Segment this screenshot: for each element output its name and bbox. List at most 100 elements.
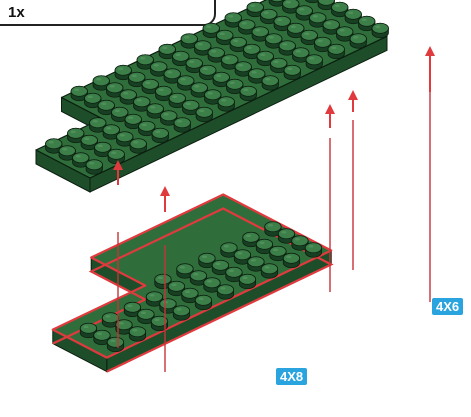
stud-top xyxy=(328,44,344,54)
stud-shine xyxy=(49,141,54,144)
stud-shine xyxy=(101,102,106,105)
stud-top xyxy=(173,51,189,61)
stud-top xyxy=(288,23,304,33)
stud-shine xyxy=(268,224,273,227)
plate-size-label-4x8: 4X8 xyxy=(276,368,307,385)
stud-shine xyxy=(119,322,124,325)
stud-top xyxy=(95,142,111,152)
stud-top xyxy=(306,55,322,65)
stud-top xyxy=(102,313,118,323)
stud-shine xyxy=(199,109,204,112)
stud-top xyxy=(323,20,339,30)
stud-shine xyxy=(264,11,269,14)
stud-shine xyxy=(150,106,155,109)
stud-top xyxy=(270,246,286,256)
stud-shine xyxy=(237,252,242,255)
stud-top xyxy=(217,30,233,40)
stud-shine xyxy=(110,85,115,88)
stud-top xyxy=(213,72,229,82)
stud-top xyxy=(200,65,216,75)
stud-shine xyxy=(159,88,164,91)
stud-top xyxy=(196,107,212,117)
stud-top xyxy=(221,243,237,253)
stud-top xyxy=(134,97,150,107)
stud-top xyxy=(190,271,206,281)
stud-shine xyxy=(202,255,207,258)
stud-shine xyxy=(295,238,300,241)
stud-top xyxy=(222,55,238,65)
stud-top xyxy=(257,51,273,61)
stud-shine xyxy=(189,60,194,63)
stud-shine xyxy=(132,74,137,77)
stud-top xyxy=(266,34,282,44)
stud-shine xyxy=(304,32,309,35)
stud-top xyxy=(130,139,146,149)
stud-shine xyxy=(215,262,220,265)
stud-top xyxy=(278,229,294,239)
stud-top xyxy=(151,62,167,72)
stud-top xyxy=(80,323,96,333)
stud-shine xyxy=(98,144,103,147)
stud-top xyxy=(310,13,326,23)
stud-top xyxy=(305,243,321,253)
stud-shine xyxy=(250,4,255,7)
stud-shine xyxy=(198,297,203,300)
stud-top xyxy=(94,330,110,340)
stud-top xyxy=(115,65,131,75)
stud-shine xyxy=(207,280,212,283)
stud-shine xyxy=(105,315,110,318)
stud-shine xyxy=(184,36,189,39)
stud-shine xyxy=(194,85,199,88)
stud-top xyxy=(301,30,317,40)
stud-top xyxy=(112,107,128,117)
stud-shine xyxy=(335,4,340,7)
stud-shine xyxy=(203,67,208,70)
stud-top xyxy=(68,128,84,138)
stud-shine xyxy=(247,46,252,49)
stud-shine xyxy=(62,148,67,151)
stud-shine xyxy=(115,109,120,112)
stud-top xyxy=(249,69,265,79)
stud-top xyxy=(284,65,300,75)
stud-shine xyxy=(208,92,213,95)
stud-shine xyxy=(83,325,88,328)
stud-top xyxy=(125,114,141,124)
stud-top xyxy=(337,27,353,37)
stud-top xyxy=(262,76,278,86)
stud-top xyxy=(191,83,207,93)
stud-top xyxy=(46,139,62,149)
stud-top xyxy=(137,55,153,65)
stud-top xyxy=(208,48,224,58)
stud-top xyxy=(73,153,89,163)
stud-top xyxy=(147,104,163,114)
stud-shine xyxy=(221,99,226,102)
stud-shine xyxy=(277,18,282,21)
stud-shine xyxy=(193,273,198,276)
stud-top xyxy=(169,93,185,103)
stud-shine xyxy=(177,120,182,123)
stud-shine xyxy=(273,248,278,251)
stud-top xyxy=(274,16,290,26)
stud-shine xyxy=(120,134,125,137)
stud-top xyxy=(345,9,361,19)
stud-shine xyxy=(133,141,138,144)
stud-top xyxy=(283,253,299,263)
stud-top xyxy=(159,44,175,54)
stud-shine xyxy=(176,53,181,56)
stud-top xyxy=(177,264,193,274)
stud-top xyxy=(244,44,260,54)
stud-shine xyxy=(220,32,225,35)
stud-top xyxy=(129,72,145,82)
stud-shine xyxy=(154,318,159,321)
stud-shine xyxy=(154,64,159,67)
stud-shine xyxy=(88,95,93,98)
stud-top xyxy=(248,257,264,267)
stud-top xyxy=(161,111,177,121)
stud-shine xyxy=(141,311,146,314)
stud-top xyxy=(71,86,87,96)
stud-top xyxy=(173,306,189,316)
arrow-head xyxy=(348,90,358,100)
stud-top xyxy=(164,69,180,79)
stud-top xyxy=(226,267,242,277)
